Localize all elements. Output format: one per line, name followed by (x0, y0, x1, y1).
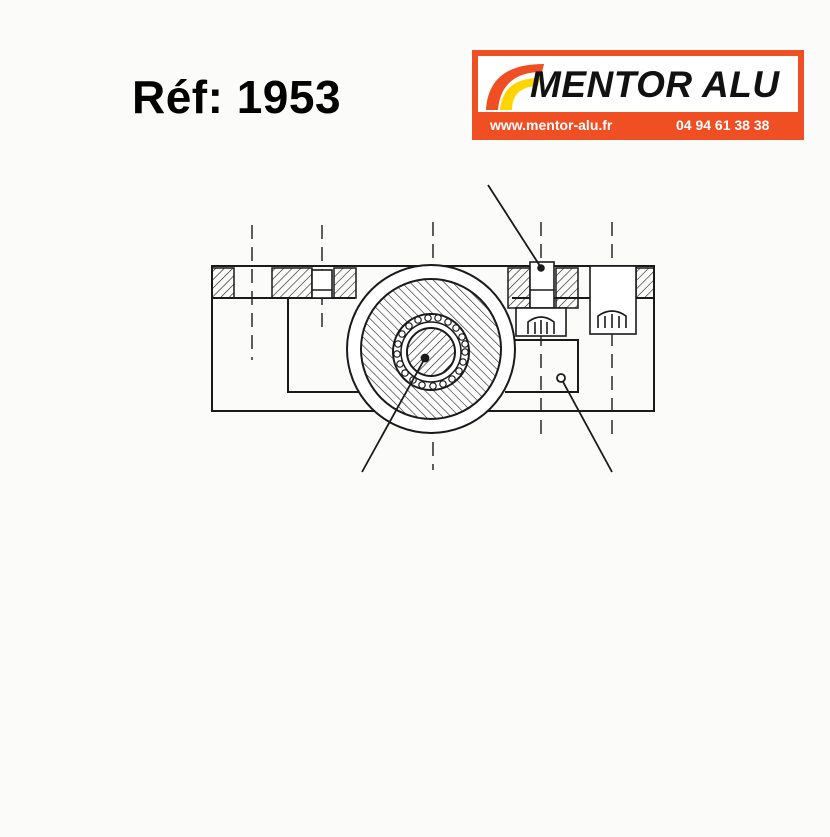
logo-banner: MENTOR ALU (478, 56, 798, 112)
screw-holes (311, 261, 637, 337)
bearing-balls (393, 314, 469, 390)
logo-name: MENTOR ALU (530, 64, 780, 105)
reference-title: Réf: 1953 (132, 71, 342, 123)
logo-website: www.mentor-alu.fr (490, 117, 613, 133)
leader-lines (361, 184, 613, 473)
bearing-assembly (346, 264, 516, 434)
company-logo: MENTOR ALU www.mentor-alu.fr 04 94 61 38… (472, 50, 804, 140)
logo-phone: 04 94 61 38 38 (676, 117, 770, 133)
swoosh-icon (486, 64, 544, 110)
hatched-sections (211, 267, 655, 309)
